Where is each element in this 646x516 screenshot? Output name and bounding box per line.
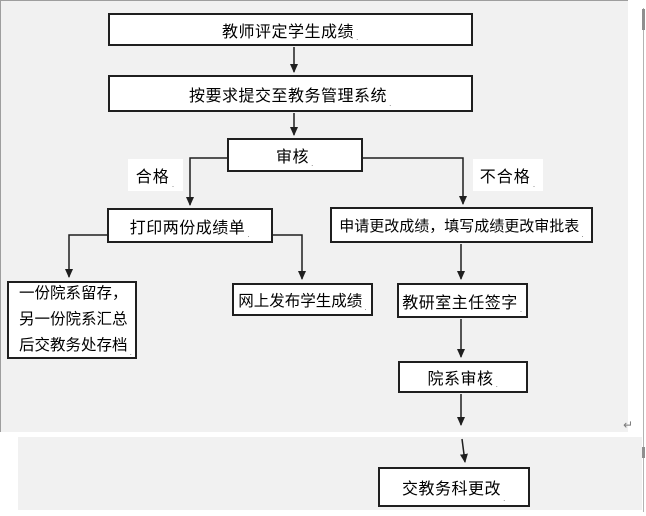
end-of-text-mark: . — [503, 493, 507, 503]
branch-label-pass: 合格. — [128, 159, 183, 191]
node-label-line3: 后交教务处存档 — [19, 337, 128, 354]
node-teacher-grades[interactable]: 教师评定学生成绩. — [108, 13, 473, 46]
node-label: 教师评定学生成绩 — [221, 23, 354, 41]
drawing-canvas-lower — [18, 437, 642, 510]
end-of-text-mark: . — [311, 158, 315, 168]
end-of-text-mark: . — [581, 229, 584, 239]
end-of-text-mark: . — [532, 179, 537, 189]
page-edge-tick-mid — [642, 447, 645, 458]
node-publish-online[interactable]: 网上发布学生成绩. — [232, 283, 373, 316]
end-of-text-mark: . — [389, 98, 393, 108]
end-of-text-mark: . — [356, 32, 360, 42]
end-of-text-mark: . — [519, 304, 523, 314]
node-submit-system[interactable]: 按要求提交至教务管理系统. — [108, 75, 473, 112]
node-department-review[interactable]: 院系审核. — [398, 361, 528, 393]
node-label: 交教务科更改 — [401, 481, 501, 498]
node-label-line2: 另一份院系汇总 — [19, 311, 128, 328]
node-label: 审核 — [275, 149, 309, 166]
node-label: 申请更改成绩，填写成绩更改审批表 — [339, 217, 580, 235]
end-of-text-mark: . — [247, 229, 251, 239]
node-review[interactable]: 审核. — [227, 138, 363, 172]
node-keep-archive[interactable]: 一份院系留存， 另一份院系汇总 后交教务处存档. — [7, 281, 137, 359]
node-director-sign[interactable]: 教研室主任签字. — [397, 283, 528, 318]
branch-label-text: 合格 — [135, 169, 170, 186]
node-label: 打印两份成绩单 — [129, 219, 246, 237]
node-label: 教研室主任签字 — [402, 294, 518, 312]
branch-label-fail: 不合格. — [473, 159, 543, 191]
branch-label-text: 不合格 — [479, 169, 531, 186]
end-of-text-mark: . — [364, 302, 367, 312]
end-of-text-mark: . — [495, 379, 499, 389]
node-label: 按要求提交至教务管理系统 — [188, 87, 387, 105]
paragraph-mark-icon: ↵ — [623, 418, 634, 432]
page-edge-tick-top — [642, 9, 645, 30]
page-right-edge — [643, 8, 644, 512]
node-label-line1: 一份院系留存， — [19, 285, 128, 302]
node-label: 院系审核 — [427, 371, 494, 388]
node-label: 网上发布学生成绩 — [238, 292, 363, 310]
node-final-change[interactable]: 交教务科更改. — [378, 467, 530, 507]
node-print-transcripts[interactable]: 打印两份成绩单. — [107, 208, 273, 243]
node-apply-change[interactable]: 申请更改成绩，填写成绩更改审批表. — [330, 207, 593, 243]
end-of-text-mark: . — [129, 347, 133, 357]
end-of-text-mark: . — [171, 179, 176, 189]
